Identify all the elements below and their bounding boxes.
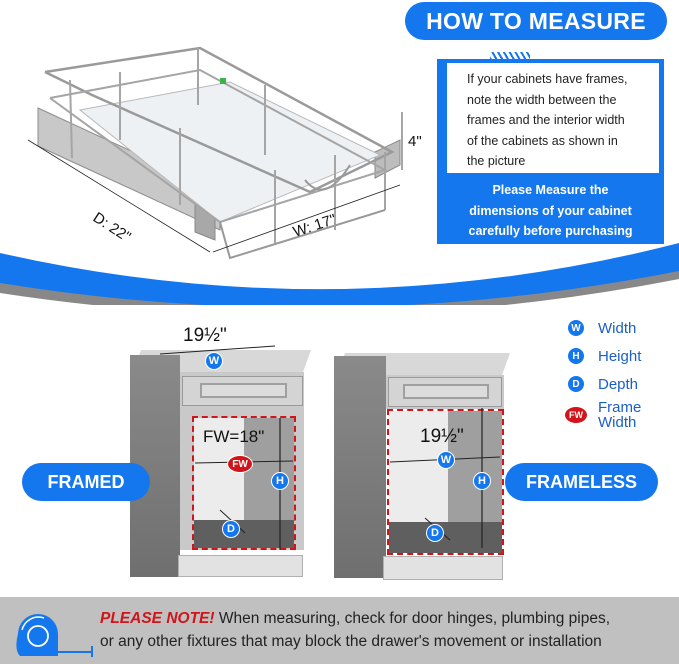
- width-badge-icon: W: [437, 451, 455, 469]
- cabinet-side: [334, 356, 386, 578]
- width-badge-icon: W: [205, 352, 223, 370]
- info-line: the picture: [467, 154, 526, 168]
- legend-label: Depth: [598, 375, 639, 393]
- opening-right-wall: [448, 411, 502, 533]
- framed-dimension-lines: [159, 345, 294, 550]
- note-line-1-text: When measuring, check for door hinges, p…: [214, 610, 611, 627]
- width-badge-icon: W: [568, 320, 584, 336]
- legend-label: Height: [598, 347, 642, 365]
- legend-label: Frame Width: [598, 400, 641, 430]
- footer-line: carefully before purchasing: [468, 224, 633, 238]
- height-label: 4": [408, 133, 422, 150]
- legend-label: Width: [598, 319, 637, 337]
- height-badge-icon: H: [568, 348, 584, 364]
- depth-badge-icon: D: [426, 524, 444, 542]
- interior-outline: [387, 409, 504, 555]
- legend: W Width H Height D Depth FW Frame Width: [565, 314, 679, 432]
- page-title: HOW TO MEASURE: [405, 2, 667, 40]
- frame-width-value: FW=18": [203, 427, 265, 446]
- note-text: PLEASE NOTE! When measuring, check for d…: [100, 607, 675, 653]
- height-badge-icon: H: [473, 472, 491, 490]
- info-box-footer: Please Measure the dimensions of your ca…: [437, 180, 664, 242]
- tape-measure-icon: [16, 614, 93, 657]
- note-bar: [0, 597, 679, 664]
- depth-badge-icon: D: [568, 376, 584, 392]
- cabinet-toe-kick: [383, 556, 503, 580]
- info-line: note the width between the: [467, 92, 617, 107]
- depth-badge-icon: D: [222, 520, 240, 538]
- legend-label-line: Frame: [598, 399, 642, 416]
- info-line: of the cabinets as shown in: [467, 133, 618, 148]
- info-line: frames and the interior width: [467, 113, 625, 127]
- legend-item-height: H Height: [568, 342, 679, 370]
- opening-floor: [389, 522, 502, 553]
- swoosh-divider: [0, 243, 679, 305]
- note-emphasis: PLEASE NOTE!: [100, 610, 215, 627]
- note-line-1: PLEASE NOTE! When measuring, check for d…: [100, 607, 675, 630]
- frame-width-badge-icon: FW: [565, 407, 587, 423]
- interior-width-value: 19½": [420, 426, 464, 447]
- note-line-2: or any other fixtures that may block the…: [100, 633, 602, 650]
- height-badge-icon: H: [271, 472, 289, 490]
- legend-item-width: W Width: [568, 314, 679, 342]
- legend-label-line: Width: [598, 414, 637, 431]
- decorative-hatch: [490, 52, 530, 60]
- framed-top-width: 19½": [183, 325, 227, 346]
- frame-outline: [192, 416, 296, 550]
- drawer-panel: [403, 384, 489, 399]
- frameless-label: FRAMELESS: [505, 463, 658, 501]
- info-line: If your cabinets have frames,: [467, 72, 628, 86]
- framed-label: FRAMED: [22, 463, 150, 501]
- frame-width-badge-icon: FW: [227, 455, 253, 473]
- drawer-panel: [200, 383, 287, 398]
- opening-floor: [194, 520, 294, 548]
- footer-line: Please Measure the: [492, 183, 609, 197]
- legend-item-depth: D Depth: [568, 370, 679, 398]
- pull-out-drawer-illustration: D: 22" W: 17" 4": [27, 46, 422, 260]
- cabinet-toe-kick: [178, 555, 303, 577]
- info-box-body: If your cabinets have frames, note the w…: [446, 62, 660, 174]
- legend-item-frame-width: FW Frame Width: [565, 398, 679, 432]
- footer-line: dimensions of your cabinet: [469, 203, 632, 218]
